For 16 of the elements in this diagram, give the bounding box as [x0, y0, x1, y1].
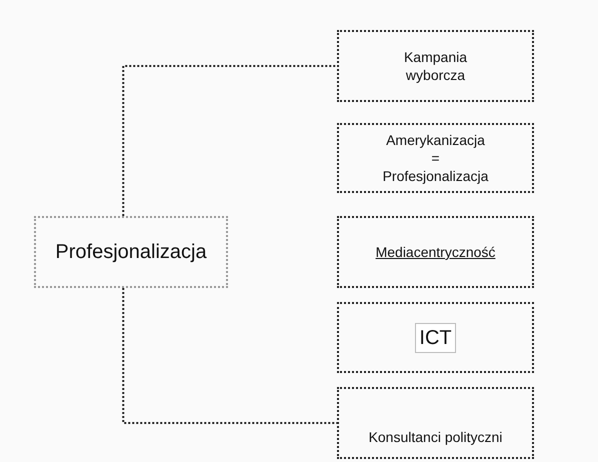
concept-label: ICT	[415, 322, 456, 352]
connector-line	[122, 288, 337, 424]
concept-label: Profesjonalizacja	[382, 167, 488, 185]
connector-line	[122, 65, 337, 216]
concept-label: Amerykanizacja	[386, 131, 485, 149]
concept-box	[34, 216, 228, 288]
concept-label: Profesjonalizacja	[55, 240, 207, 264]
concept-box	[337, 123, 534, 193]
concept-box	[337, 216, 534, 288]
concept-box	[337, 30, 534, 102]
concept-label: =	[431, 149, 440, 167]
concept-label: Konsultanci polityczni	[368, 428, 502, 446]
concept-box	[337, 387, 534, 459]
concept-label: Kampania wyborcza	[402, 48, 468, 84]
concept-box	[337, 302, 534, 373]
concept-label: Mediacentryczność	[376, 243, 496, 261]
